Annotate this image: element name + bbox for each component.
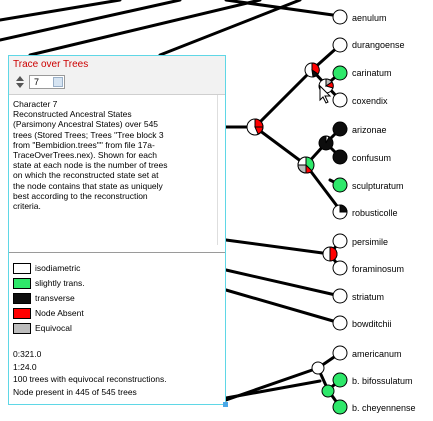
branch — [28, 0, 262, 57]
legend-label: Node Absent — [35, 308, 84, 318]
tree-number-input[interactable] — [34, 76, 52, 88]
stat-line: 0:321.0 — [13, 349, 42, 359]
explanation-line: trees (Stored Trees; Trees "Tree block 3 — [13, 129, 164, 140]
internal-node-pie[interactable] — [321, 384, 335, 398]
branch — [304, 163, 342, 212]
taxon-label[interactable]: sculpturatum — [352, 181, 404, 191]
terminal-node-sculpturatum[interactable] — [332, 177, 348, 193]
branch — [224, 238, 332, 256]
panel-divider — [9, 252, 225, 253]
explanation-line: Character 7 — [13, 99, 58, 109]
legend-swatch — [13, 278, 31, 289]
explanation-line: criteria. — [13, 201, 41, 212]
terminal-node-confusum[interactable] — [332, 149, 348, 165]
terminal-node-b-bifossulatum[interactable] — [332, 372, 348, 388]
internal-node-pie[interactable] — [322, 246, 338, 262]
terminal-node-arizonae[interactable] — [332, 121, 348, 137]
reconstruction-stats: 0:321.0 1:24.0 100 trees with equivocal … — [13, 348, 167, 398]
legend-swatch — [13, 263, 31, 274]
legend-swatch — [13, 323, 31, 334]
branch — [253, 68, 314, 129]
legend-swatch — [13, 308, 31, 319]
terminal-node-foraminosum[interactable] — [332, 260, 348, 276]
legend-label: transverse — [35, 293, 75, 303]
terminal-node-durangoense[interactable] — [332, 37, 348, 53]
terminal-node-striatum[interactable] — [332, 288, 348, 304]
tree-number-enter-icon[interactable] — [53, 77, 63, 87]
explanation-scrollbar[interactable] — [217, 95, 226, 245]
branch — [158, 0, 302, 57]
branch — [224, 268, 342, 298]
taxon-label[interactable]: coxendix — [352, 96, 388, 106]
terminal-node-b-cheyennense[interactable] — [332, 399, 348, 415]
internal-node-pie[interactable] — [304, 62, 320, 78]
branch — [224, 0, 342, 18]
taxon-label[interactable]: foraminosum — [352, 264, 405, 274]
internal-node-pie[interactable] — [246, 118, 264, 136]
branch — [224, 366, 320, 402]
terminal-node-americanum[interactable] — [332, 345, 348, 361]
legend-label: isodiametric — [35, 263, 81, 273]
legend-label: Equivocal — [35, 323, 72, 333]
panel-title: Trace over Trees — [13, 59, 89, 70]
terminal-node-aenulum[interactable] — [332, 9, 348, 25]
internal-node-pie[interactable] — [297, 156, 315, 174]
taxon-label[interactable]: b. cheyennense — [352, 403, 416, 413]
tree-number-field[interactable] — [29, 75, 65, 89]
explanation-line: TraceOverTrees.nex). Shown for each — [13, 150, 157, 161]
branch — [224, 288, 342, 325]
terminal-pie-slice — [339, 204, 348, 213]
internal-node-pie[interactable] — [318, 135, 334, 151]
explanation-text: Character 7 Reconstructed Ancestral Stat… — [13, 99, 213, 211]
explanation-line: from "Bembidion.trees"" from file 17a- — [13, 139, 155, 150]
taxon-label[interactable]: carinatum — [352, 68, 392, 78]
branch — [0, 0, 122, 22]
explanation-line: the node contains that state as uniquely — [13, 180, 163, 191]
panel-header: Trace over Trees — [9, 56, 225, 95]
branch — [253, 125, 308, 167]
terminal-node-persimile[interactable] — [332, 233, 348, 249]
legend-label: slightly trans. — [35, 278, 85, 288]
explanation-line: on which the reconstructed state set at — [13, 170, 159, 181]
terminal-node-carinatum[interactable] — [332, 65, 348, 81]
terminal-node-coxendix[interactable] — [332, 92, 348, 108]
trace-over-trees-panel: Trace over Trees Character 7 Reconstruct… — [8, 55, 228, 407]
stat-line: Node present in 445 of 545 trees — [13, 386, 137, 397]
terminal-node-bowditchii[interactable] — [332, 315, 348, 331]
explanation-line: state at each node is the number of tree… — [13, 160, 168, 171]
resize-grip[interactable] — [223, 402, 228, 407]
taxon-label[interactable]: bowditchii — [352, 319, 392, 329]
tree-scroll-arrows[interactable] — [15, 75, 25, 89]
pointer-arrow-icon — [319, 84, 332, 104]
taxon-label[interactable]: persimile — [352, 237, 389, 247]
explanation-line: Reconstructed Ancestral States — [13, 109, 132, 120]
taxon-label[interactable]: confusum — [352, 153, 392, 163]
taxon-label[interactable]: aenulum — [352, 13, 387, 23]
taxon-label[interactable]: americanum — [352, 349, 402, 359]
taxon-label[interactable]: arizonae — [352, 125, 387, 135]
explanation-line: best according to the reconstruction — [13, 190, 148, 201]
explanation-line: (Parsimony Ancestral States) over 545 — [13, 119, 159, 130]
taxon-label[interactable]: striatum — [352, 292, 385, 302]
stat-line: 1:24.0 — [13, 361, 37, 372]
taxon-label[interactable]: durangoense — [352, 40, 405, 50]
branch — [0, 0, 182, 42]
taxon-label[interactable]: b. bifossulatum — [352, 376, 413, 386]
stat-line: 100 trees with equivocal reconstructions… — [13, 374, 167, 384]
legend-swatch — [13, 293, 31, 304]
taxon-label[interactable]: robusticolle — [352, 208, 398, 218]
internal-node-pie[interactable] — [311, 361, 325, 375]
